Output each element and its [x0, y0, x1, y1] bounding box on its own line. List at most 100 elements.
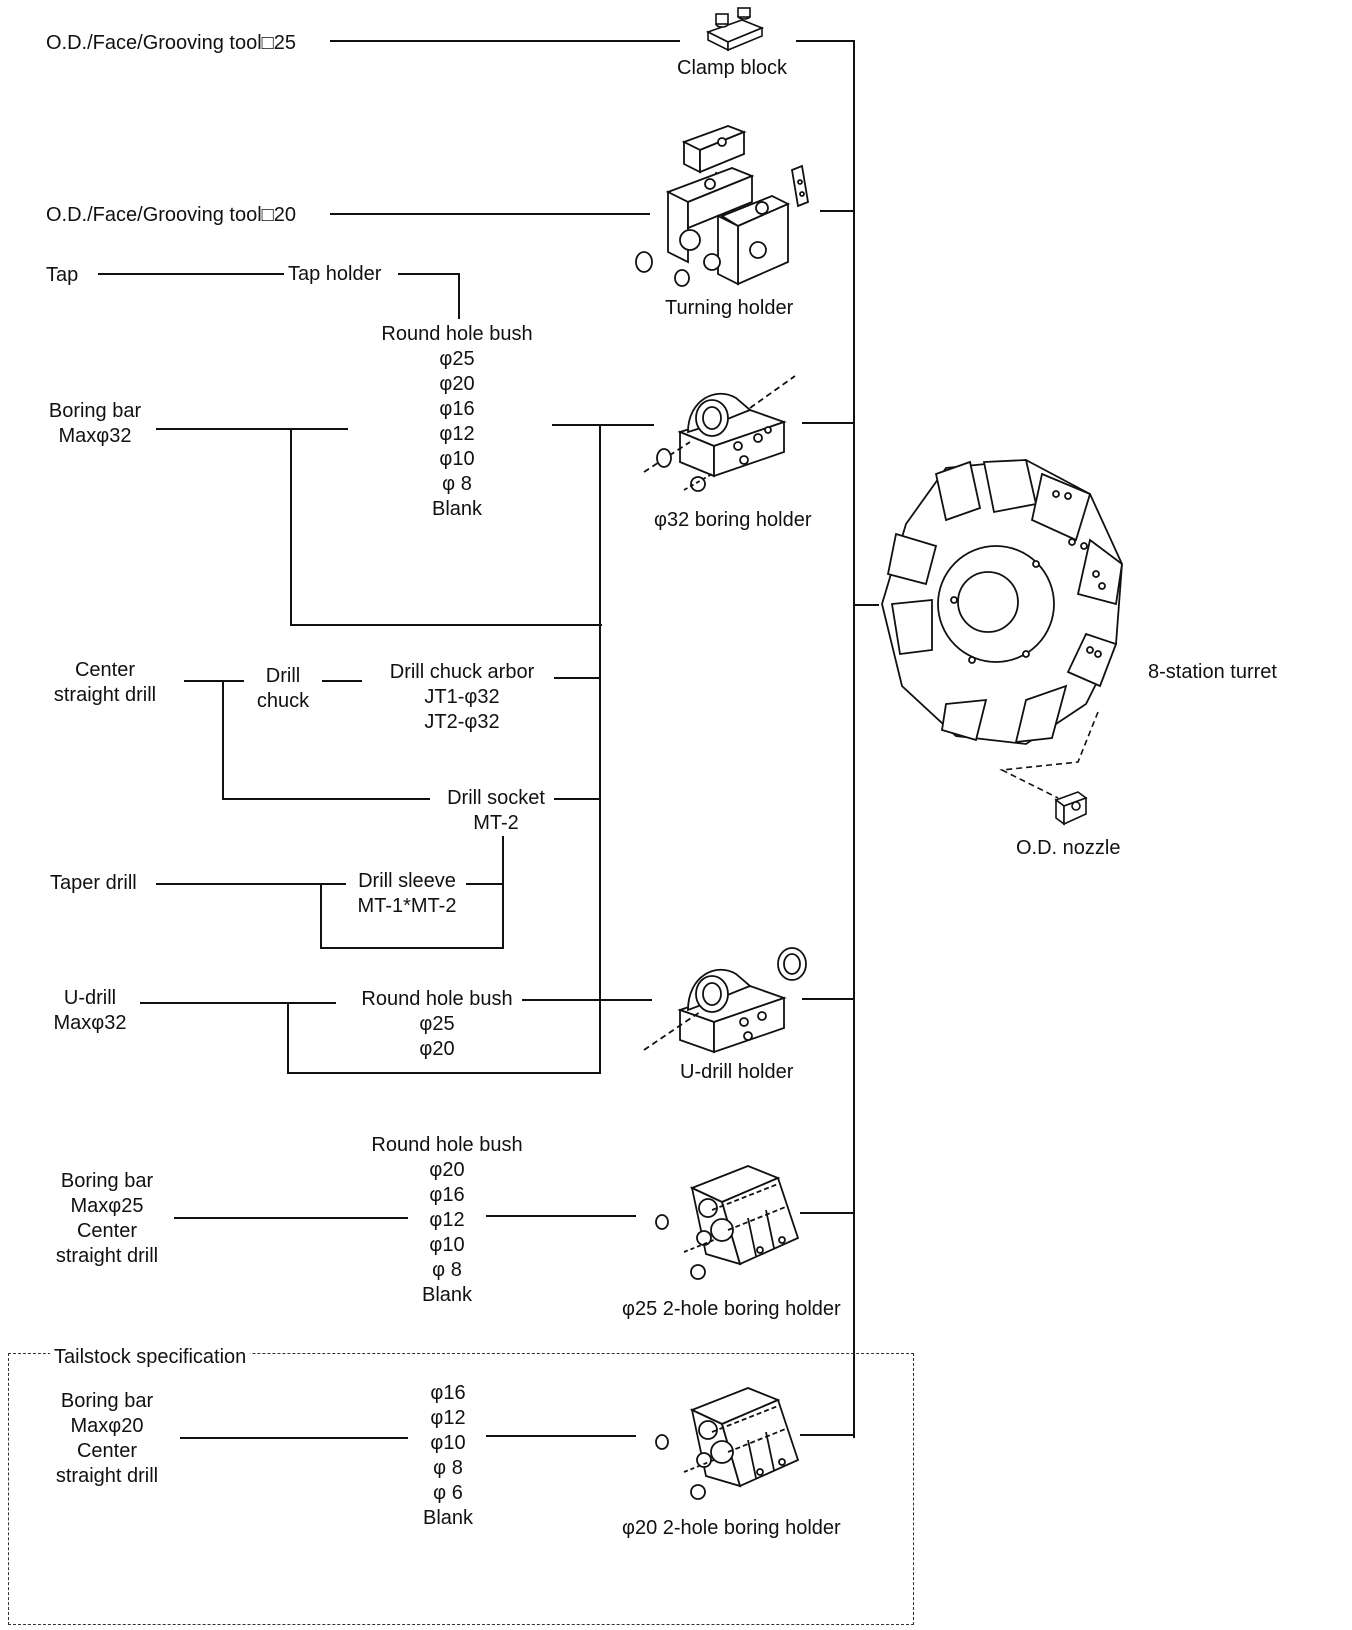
bush4-size: φ 8	[433, 1457, 463, 1479]
clamp-to-bus-line	[796, 40, 854, 42]
clamp-block-icon	[702, 6, 768, 52]
udrill-holder-icon	[640, 940, 816, 1060]
socket-line2: MT-2	[473, 812, 519, 834]
turning-holder-icon	[632, 112, 818, 292]
bush4-size: φ16	[430, 1382, 466, 1404]
bush3-size: φ16	[429, 1184, 465, 1206]
boring25-line2: Maxφ25	[70, 1195, 144, 1217]
taper-drill-label: Taper drill	[50, 872, 137, 894]
boring25-line1: Boring bar	[60, 1170, 154, 1192]
boring32-line	[156, 428, 348, 430]
sleeve-line1: Drill sleeve	[358, 870, 456, 892]
boring32-drop-line	[290, 428, 292, 626]
tap-label: Tap	[46, 264, 79, 286]
arbor-line2: JT1-φ32	[424, 686, 500, 708]
taper-drop-line	[320, 883, 322, 949]
drill-chuck-label: Drill chuck	[248, 664, 318, 714]
boring25-line3: Center	[76, 1220, 138, 1242]
tapholder-line	[398, 273, 460, 275]
collector-line	[599, 424, 601, 1072]
boring32-return-line	[290, 624, 602, 626]
od25-line	[330, 40, 680, 42]
chuck-arbor-label: Drill chuck arbor JT1-φ32 JT2-φ32	[372, 660, 552, 735]
bush3-size: Blank	[421, 1284, 473, 1306]
center-drill-line1: Center	[74, 659, 136, 681]
boring-holder-20-label: φ20 2-hole boring holder	[622, 1517, 841, 1539]
tailstock-label: Tailstock specification	[50, 1345, 251, 1370]
bush2-title: Round hole bush	[361, 988, 513, 1010]
bush1-size: φ 8	[442, 473, 472, 495]
udrill-bus-line	[802, 998, 854, 1000]
bush4-size: φ10	[430, 1432, 466, 1454]
boring20-line	[180, 1437, 408, 1439]
udrill-label: U-drill Maxφ32	[40, 986, 140, 1036]
center-drill-label: Center straight drill	[40, 658, 170, 708]
bush1-size: φ16	[439, 398, 475, 420]
boring32-line1: Boring bar	[48, 400, 142, 422]
udrill-holder-label: U-drill holder	[680, 1061, 794, 1083]
drill-sleeve-label: Drill sleeve MT-1*MT-2	[348, 869, 466, 919]
socket-line1: Drill socket	[447, 787, 545, 809]
bush3-title: Round hole bush	[371, 1134, 523, 1156]
boring20-line4: straight drill	[55, 1465, 159, 1487]
holder25-bus-line	[800, 1212, 854, 1214]
sleeve-line2: MT-1*MT-2	[357, 895, 457, 917]
udrill-return-line	[287, 1072, 601, 1074]
clamp-block-label: Clamp block	[677, 57, 788, 79]
udrill-drop-line	[287, 1002, 289, 1074]
bush1-size: φ25	[439, 348, 475, 370]
bush4-size: φ12	[430, 1407, 466, 1429]
drill-socket-label: Drill socket MT-2	[436, 786, 556, 836]
bush4-out-line	[486, 1435, 636, 1437]
bush3-size: φ20	[429, 1159, 465, 1181]
bus-to-turret-line	[853, 604, 879, 606]
chuck-to-arbor-line	[322, 680, 362, 682]
bush1-label: Round hole bush φ25 φ20 φ16 φ12 φ10 φ 8 …	[372, 322, 542, 522]
boring32-label: Boring bar Maxφ32	[40, 399, 150, 449]
nozzle-label: O.D. nozzle	[1016, 837, 1121, 859]
udrill-line2: Maxφ32	[53, 1012, 127, 1034]
bush3-out-line	[486, 1215, 636, 1217]
two-hole-holder-icon	[648, 1380, 808, 1510]
bush1-title: Round hole bush	[381, 323, 533, 345]
boring20-label: Boring bar Maxφ20 Center straight drill	[40, 1389, 174, 1489]
tap-line	[98, 273, 284, 275]
drill-chuck-line1: Drill	[265, 665, 301, 687]
two-hole-holder-icon	[648, 1158, 808, 1288]
boring20-line1: Boring bar	[60, 1390, 154, 1412]
socket-out-line	[554, 798, 600, 800]
bush2-label: Round hole bush φ25 φ20	[352, 987, 522, 1062]
turret-label: 8-station turret	[1148, 661, 1277, 683]
bush1-out-line	[552, 424, 654, 426]
nozzle-icon	[998, 706, 1108, 826]
bush4-size: Blank	[422, 1507, 474, 1529]
od20-line	[330, 213, 650, 215]
drill-chuck-line2: chuck	[256, 690, 310, 712]
center-drill-drop-line	[222, 680, 224, 800]
bush2-out-line	[522, 999, 652, 1001]
boring20-line2: Maxφ20	[70, 1415, 144, 1437]
boring25-line	[174, 1217, 408, 1219]
arbor-line1: Drill chuck arbor	[389, 661, 535, 683]
bush4-label: φ16 φ12 φ10 φ 8 φ 6 Blank	[398, 1381, 498, 1531]
bush1-size: φ12	[439, 423, 475, 445]
udrill-line1: U-drill	[63, 987, 117, 1009]
boring-holder-bus-line	[802, 422, 854, 424]
boring32-line2: Maxφ32	[58, 425, 132, 447]
arbor-line3: JT2-φ32	[424, 711, 500, 733]
tapholder-drop-line	[458, 273, 460, 319]
od20-tool-label: O.D./Face/Grooving tool□20	[46, 204, 296, 226]
sleeve-socket-line	[502, 836, 504, 949]
bush2-size: φ20	[419, 1038, 455, 1060]
tap-holder-label: Tap holder	[288, 263, 382, 285]
boring25-line4: straight drill	[55, 1245, 159, 1267]
taper-line	[156, 883, 346, 885]
turning-holder-label: Turning holder	[665, 297, 794, 319]
bush3-size: φ 8	[432, 1259, 462, 1281]
bush4-size: φ 6	[433, 1482, 463, 1504]
turret-icon	[876, 454, 1134, 754]
boring-holder-32-label: φ32 boring holder	[654, 509, 812, 531]
bush3-size: φ12	[429, 1209, 465, 1231]
center-drill-line	[184, 680, 244, 682]
boring20-line3: Center	[76, 1440, 138, 1462]
